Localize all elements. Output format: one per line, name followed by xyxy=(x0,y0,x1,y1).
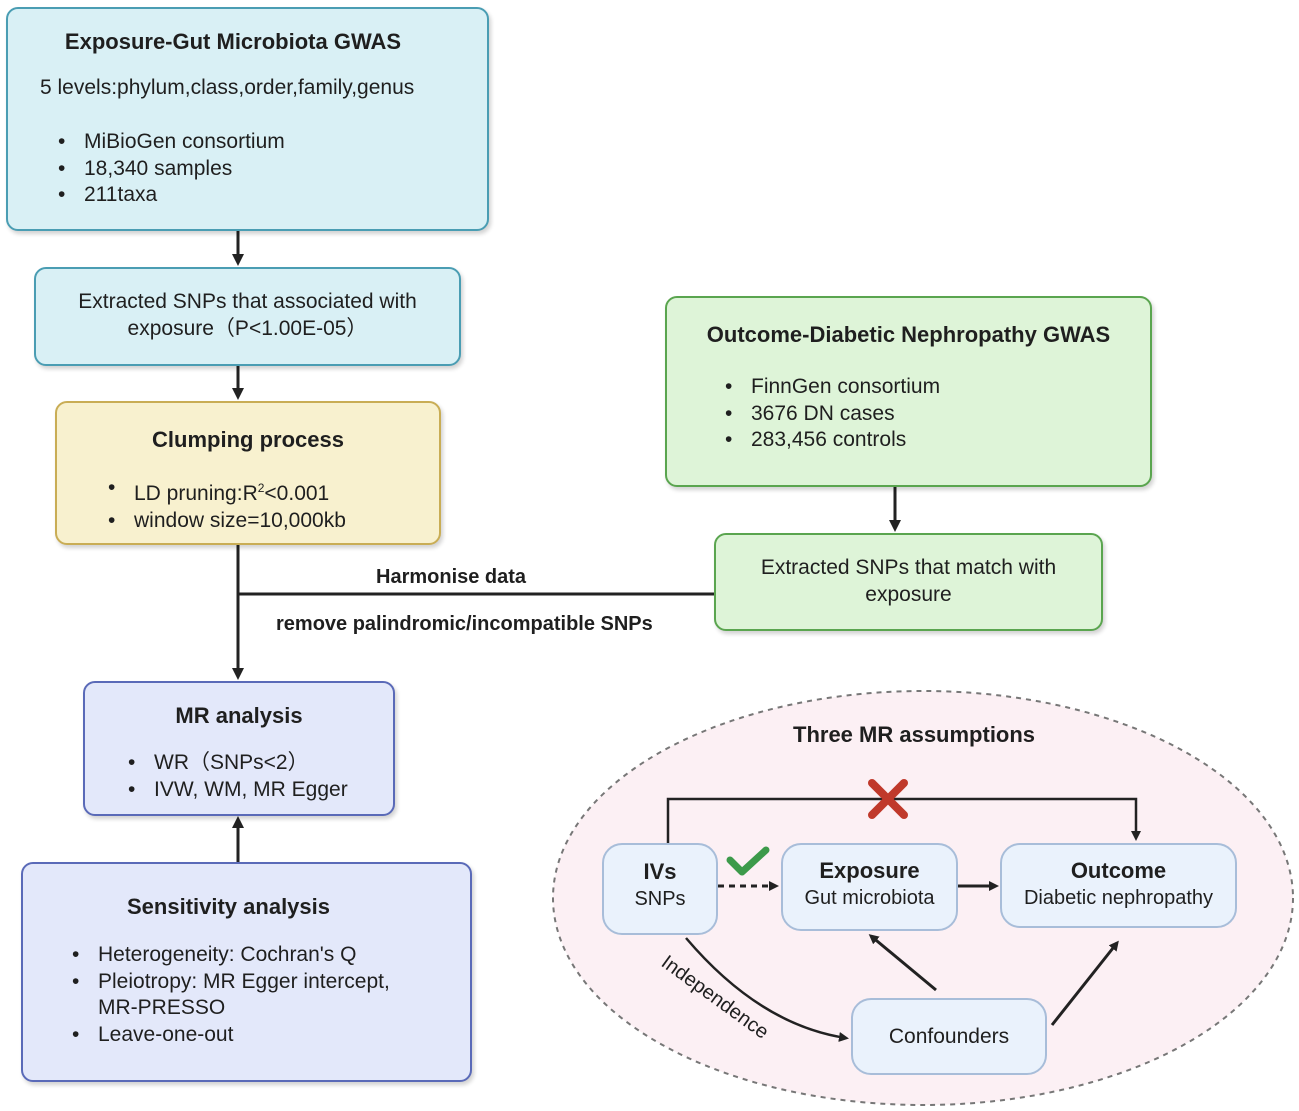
assumptions-title: Three MR assumptions xyxy=(793,722,1036,747)
confounders-to-outcome-arrow xyxy=(1050,940,1119,1026)
exposure-bullet: 18,340 samples xyxy=(54,156,285,183)
outcome-bullet: FinnGen consortium xyxy=(721,374,940,401)
outcome-gwas-box: Outcome-Diabetic Nephropathy GWAS FinnGe… xyxy=(665,296,1152,487)
exposure-node-title: Exposure xyxy=(819,858,920,883)
outcome-node: Outcome Diabetic nephropathy xyxy=(1000,843,1237,928)
harmonise-label: Harmonise data xyxy=(376,566,527,588)
harmonise-sublabel: remove palindromic/incompatible SNPs xyxy=(276,613,653,635)
sensitivity-title: Sensitivity analysis xyxy=(127,894,330,919)
exposure-bullet-list: MiBioGen consortium 18,340 samples 211ta… xyxy=(54,129,285,209)
outcome-node-title: Outcome xyxy=(1070,858,1167,883)
confounders-label: Confounders xyxy=(888,1025,1010,1048)
extract-outcome-line2: exposure xyxy=(865,583,952,606)
extract-outcome-line1: Extracted SNPs that match with xyxy=(760,556,1057,579)
ivs-sub: SNPs xyxy=(634,888,686,910)
ld-superscript: 2 xyxy=(257,481,265,495)
exposure-node-sub: Gut microbiota xyxy=(804,887,935,909)
outcome-bullet: 283,456 controls xyxy=(721,427,940,454)
extract-exposure-line1: Extracted SNPs that associated with xyxy=(78,290,417,313)
exposure-levels-text: 5 levels:phylum,class,order,family,genus xyxy=(40,76,415,99)
outcome-bullet-list: FinnGen consortium 3676 DN cases 283,456… xyxy=(721,374,940,454)
clumping-title: Clumping process xyxy=(152,427,344,452)
exposure-node: Exposure Gut microbiota xyxy=(781,843,958,931)
sensitivity-bullet-pleiotropy: Pleiotropy: MR Egger intercept, MR-PRESS… xyxy=(68,969,390,1022)
extract-outcome-box: Extracted SNPs that match with exposure xyxy=(714,533,1103,631)
mr-bullet: IVW, WM, MR Egger xyxy=(124,777,348,804)
clumping-box: Clumping process LD pruning:R2<0.001 win… xyxy=(55,401,441,545)
ivs-node: IVs SNPs xyxy=(602,843,718,935)
mr-bullet: WR（SNPs<2） xyxy=(124,750,348,777)
pleiotropy-text: Pleiotropy: MR Egger intercept, xyxy=(98,969,390,993)
ivs-title: IVs xyxy=(643,859,677,884)
sensitivity-bullet: Heterogeneity: Cochran's Q xyxy=(68,942,390,969)
confounders-node: Confounders xyxy=(851,998,1047,1075)
clumping-bullet-window: window size=10,000kb xyxy=(104,508,346,535)
ld-text: LD pruning:R xyxy=(134,482,258,505)
outcome-node-sub: Diabetic nephropathy xyxy=(1023,887,1213,909)
outcome-bullet: 3676 DN cases xyxy=(721,401,940,428)
check-icon xyxy=(726,846,770,876)
extract-exposure-line2: exposure（P<1.00E-05） xyxy=(127,317,368,340)
sensitivity-box: Sensitivity analysis Heterogeneity: Coch… xyxy=(21,862,472,1082)
confounders-to-exposure-arrow xyxy=(868,934,937,992)
exposure-bullet: 211taxa xyxy=(54,182,285,209)
ivs-to-outcome-blocked-path xyxy=(666,797,1141,843)
extract-exposure-box: Extracted SNPs that associated with expo… xyxy=(34,267,461,366)
mr-analysis-box: MR analysis WR（SNPs<2） IVW, WM, MR Egger xyxy=(83,681,395,816)
clumping-bullet-ld: LD pruning:R2<0.001 xyxy=(104,475,346,508)
ivs-to-confounders-curve xyxy=(685,937,849,1042)
exposure-bullet: MiBioGen consortium xyxy=(54,129,285,156)
cross-icon xyxy=(868,779,908,819)
sensitivity-bullet: Leave-one-out xyxy=(68,1022,390,1049)
ld-threshold: <0.001 xyxy=(264,482,330,505)
sensitivity-bullet-list: Heterogeneity: Cochran's Q Pleiotropy: M… xyxy=(68,942,390,1048)
mr-bullet-list: WR（SNPs<2） IVW, WM, MR Egger xyxy=(124,750,348,803)
clumping-bullet-list: LD pruning:R2<0.001 window size=10,000kb xyxy=(104,475,346,534)
exposure-gwas-title: Exposure-Gut Microbiota GWAS xyxy=(64,29,402,54)
mr-analysis-title: MR analysis xyxy=(175,703,303,728)
exposure-gwas-box: Exposure-Gut Microbiota GWAS 5 levels:ph… xyxy=(6,7,489,231)
pleiotropy-continuation: MR-PRESSO xyxy=(98,996,226,1019)
outcome-gwas-title: Outcome-Diabetic Nephropathy GWAS xyxy=(706,322,1111,347)
